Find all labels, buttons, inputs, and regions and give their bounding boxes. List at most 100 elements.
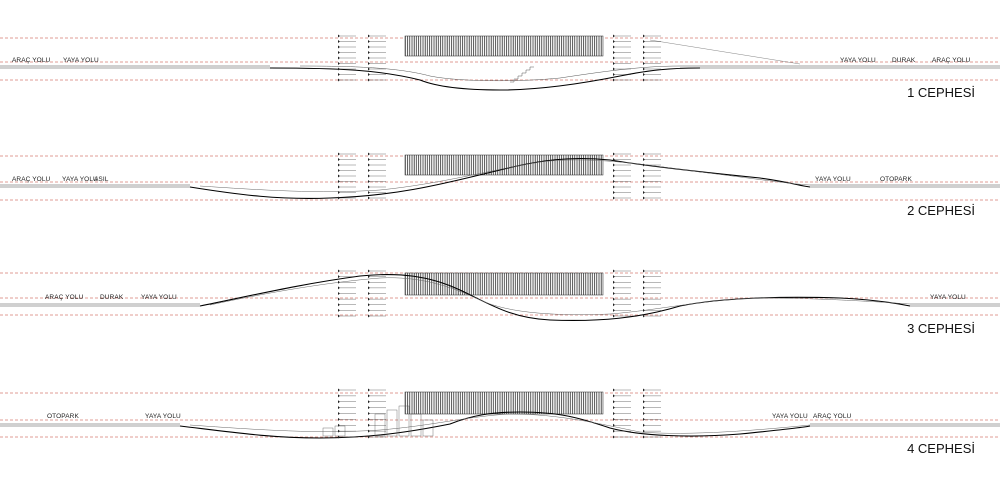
level-marks: [338, 34, 661, 82]
label-arac-yolu-left: ARAÇ YOLU: [12, 57, 51, 64]
level-arrow: [643, 40, 645, 43]
level-arrow: [613, 152, 615, 156]
level-arrow: [368, 417, 370, 421]
road-band: [0, 65, 1000, 69]
level-arrow: [643, 292, 645, 295]
level-arrow: [368, 67, 370, 71]
ground-profile-inner: [209, 277, 911, 315]
level-arrow: [613, 158, 615, 161]
road-band: [0, 423, 1000, 427]
level-arrow: [368, 180, 370, 183]
elevation-1: ARAÇ YOLU YAYA YOLU YAYA YOLU DURAK ARAÇ…: [0, 34, 1000, 100]
level-arrow: [338, 40, 340, 43]
level-arrow: [368, 297, 370, 301]
level-arrow: [338, 275, 340, 279]
level-marks: [338, 269, 661, 318]
ground-profile-inner: [199, 159, 811, 192]
level-arrow: [643, 412, 645, 415]
level-arrow: [338, 174, 340, 178]
level-arrow: [643, 429, 645, 433]
ground-profile: [179, 411, 811, 439]
level-arrow: [368, 286, 370, 290]
label-durak: DURAK: [892, 57, 916, 64]
level-arrow: [338, 292, 340, 295]
level-arrow: [368, 185, 370, 189]
level-arrow: [338, 314, 340, 318]
level-arrow: [643, 56, 645, 60]
label-yaya-yolu-left: YAYA YOLU: [141, 294, 177, 301]
level-arrow: [613, 51, 615, 54]
level-arrow: [338, 169, 340, 172]
level-arrow: [613, 303, 615, 307]
level-arrow: [613, 78, 615, 82]
elevation-2: ARAÇ YOLU YAYA YOLU ASIL YAYA YOLU OTOPA…: [0, 152, 1000, 218]
level-arrow: [368, 34, 370, 38]
level-arrow: [613, 45, 615, 49]
level-arrow: [613, 388, 615, 392]
level-arrow: [338, 412, 340, 415]
level-arrow: [643, 314, 645, 318]
level-arrow: [613, 275, 615, 279]
level-arrow: [643, 406, 645, 410]
level-arrow: [643, 180, 645, 183]
label-arac-yolu: ARAÇ YOLU: [45, 294, 84, 301]
level-arrow: [643, 51, 645, 54]
level-arrow: [338, 34, 340, 38]
level-arrow: [643, 275, 645, 279]
level-arrow: [368, 406, 370, 410]
level-arrow: [338, 406, 340, 410]
label-arac-yolu-right: ARAÇ YOLU: [932, 57, 971, 64]
level-arrow: [338, 67, 340, 71]
level-arrow: [368, 292, 370, 295]
label-arac-yolu: ARAÇ YOLU: [12, 176, 51, 183]
level-arrow: [338, 286, 340, 290]
level-arrow: [643, 158, 645, 161]
level-arrow: [368, 275, 370, 279]
level-arrow: [613, 406, 615, 410]
level-arrow: [368, 429, 370, 433]
label-yaya-yolu-right: YAYA YOLU: [930, 294, 966, 301]
sight-line: [649, 39, 801, 65]
level-arrow: [368, 388, 370, 392]
level-arrow: [613, 196, 615, 200]
level-arrow: [338, 400, 340, 404]
level-arrow: [338, 423, 340, 427]
level-arrow: [613, 62, 615, 65]
level-arrow: [338, 417, 340, 421]
level-arrow: [338, 152, 340, 156]
level-arrow: [338, 191, 340, 194]
stair: [510, 66, 534, 83]
level-arrow: [338, 185, 340, 189]
level-arrow: [338, 280, 340, 284]
label-yaya-yolu-right: YAYA YOLU: [840, 57, 876, 64]
level-arrow: [613, 40, 615, 43]
level-arrow: [368, 78, 370, 82]
level-arrow: [338, 62, 340, 65]
level-arrow: [643, 163, 645, 167]
label-yaya-yolu-left: YAYA YOLU: [62, 176, 98, 183]
section-title: 2 CEPHESİ: [907, 203, 975, 218]
level-arrow: [643, 152, 645, 156]
level-arrow: [338, 394, 340, 398]
level-arrow: [338, 78, 340, 82]
level-arrow: [643, 169, 645, 172]
level-arrow: [643, 62, 645, 65]
level-arrow: [368, 45, 370, 49]
level-arrow: [368, 303, 370, 307]
level-arrow: [643, 303, 645, 307]
level-arrow: [613, 412, 615, 415]
level-arrow: [613, 297, 615, 301]
level-arrow: [368, 158, 370, 161]
level-arrow: [643, 269, 645, 273]
level-arrow: [368, 163, 370, 167]
label-asil: ASIL: [94, 176, 109, 183]
level-arrow: [338, 435, 340, 439]
elevation-4: OTOPARK YAYA YOLU YAYA YOLU ARAÇ YOLU 4 …: [0, 388, 1000, 456]
level-arrow: [643, 34, 645, 38]
level-arrow: [368, 73, 370, 76]
level-arrow: [338, 45, 340, 49]
level-arrow: [338, 158, 340, 161]
level-arrow: [613, 417, 615, 421]
level-arrow: [643, 394, 645, 398]
